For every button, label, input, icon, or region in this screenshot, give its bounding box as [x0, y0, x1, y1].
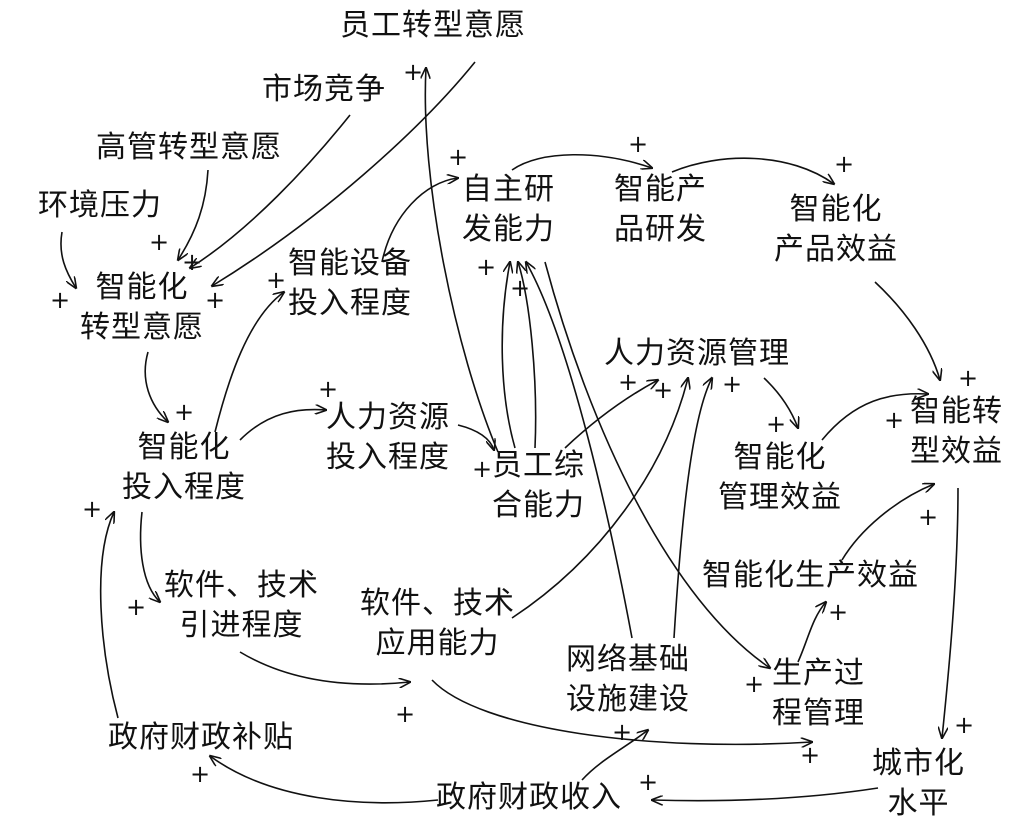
link-staff-to-rd-1 [501, 262, 516, 449]
polarity-sign: + [722, 370, 742, 398]
node-employee-transform-will: 员工转型意愿 [340, 8, 526, 43]
link-rd-to-product [511, 153, 652, 171]
node-government-revenue: 政府财政收入 [436, 780, 622, 815]
polarity-sign: + [448, 143, 468, 171]
polarity-sign: + [628, 130, 648, 158]
node-independent-rd-ability: 自主研 发能力 [462, 172, 555, 247]
link-mgmt-to-transform [821, 394, 928, 441]
polarity-signs: + + + + + + + + + + + + + + + + + + + + … [50, 58, 978, 796]
polarity-sign: + [766, 410, 786, 438]
link-hr-to-staff [457, 424, 494, 450]
node-exec-transform-will: 高管转型意愿 [96, 130, 282, 165]
polarity-sign: + [149, 228, 169, 256]
link-employee-to-will [212, 61, 476, 286]
polarity-sign: + [205, 286, 225, 314]
polarity-sign: + [653, 376, 673, 404]
polarity-sign: + [834, 150, 854, 178]
link-urban-to-revenue [652, 787, 879, 801]
polarity-sign: + [638, 768, 658, 796]
node-intelligent-product-benefit: 智能化 产品效益 [774, 192, 898, 267]
polarity-sign: + [884, 406, 904, 434]
link-revenue-to-subsidy [210, 756, 439, 804]
link-revenue-to-network [581, 730, 648, 781]
polarity-sign: + [828, 598, 848, 626]
link-transform-to-urban [942, 487, 959, 738]
link-network-to-rd [526, 262, 633, 639]
node-network-infrastructure: 网络基础 设施建设 [566, 642, 690, 717]
polarity-sign: + [403, 58, 423, 86]
polarity-sign: + [395, 700, 415, 728]
link-device-to-rd [381, 178, 458, 263]
polarity-sign: + [182, 248, 202, 276]
link-product-to-benefit [671, 157, 834, 184]
node-urbanization-level: 城市化 水平 [872, 746, 965, 821]
node-intelligent-transform-benefit: 智能转 型效益 [910, 394, 1003, 469]
node-intelligent-management-benefit: 智能化 管理效益 [718, 440, 842, 515]
node-intelligent-investment: 智能化 投入程度 [122, 430, 246, 505]
link-softapply-to-hrmgmt [511, 378, 688, 619]
node-software-tech-application: 软件、技术 应用能力 [360, 586, 515, 661]
link-prodbenefit-to-transform [874, 281, 940, 380]
node-environment-pressure: 环境压力 [38, 188, 162, 223]
polarity-sign: + [126, 593, 146, 621]
node-smart-product-rd: 智能产 品研发 [614, 172, 707, 247]
link-invest-to-hr [239, 410, 326, 441]
node-government-subsidy: 政府财政补贴 [108, 720, 294, 755]
link-exec-to-will [178, 169, 209, 260]
link-env-to-will [60, 231, 76, 288]
node-market-competition: 市场竞争 [262, 72, 386, 107]
link-subsidy-to-invest [99, 512, 119, 719]
polarity-sign: + [800, 741, 820, 769]
polarity-sign: + [318, 375, 338, 403]
node-intelligent-transform-will: 智能化 转型意愿 [80, 270, 204, 345]
link-softintro-to-softapply [239, 651, 410, 684]
node-smart-device-investment: 智能设备 投入程度 [288, 246, 412, 321]
link-process-to-prodben [797, 602, 826, 663]
node-hr-investment: 人力资源 投入程度 [326, 400, 450, 475]
polarity-sign: + [82, 495, 102, 523]
link-rd-to-process [544, 261, 770, 668]
link-staff-to-hrmgmt [564, 380, 658, 449]
link-invest-to-software [139, 511, 160, 602]
link-staff-to-rd-2 [518, 262, 537, 449]
node-intelligent-production-benefit: 智能化生产效益 [702, 558, 919, 593]
link-market-to-will [190, 114, 351, 268]
polarity-sign: + [476, 253, 496, 281]
polarity-sign: + [266, 266, 286, 294]
polarity-sign: + [958, 364, 978, 392]
link-staff-to-employee-will [425, 68, 499, 453]
link-invest-to-device [214, 292, 284, 433]
link-hrmgmt-to-mgmt [763, 377, 798, 428]
polarity-sign: + [918, 503, 938, 531]
polarity-sign: + [744, 670, 764, 698]
polarity-sign: + [954, 711, 974, 739]
polarity-sign: + [50, 286, 70, 314]
node-software-tech-introduction: 软件、技术 引进程度 [164, 568, 319, 643]
polarity-sign: + [174, 398, 194, 426]
polarity-sign: + [190, 760, 210, 788]
polarity-sign: + [618, 368, 638, 396]
polarity-sign: + [510, 274, 530, 302]
polarity-sign: + [612, 718, 632, 746]
link-will-to-invest [144, 351, 168, 422]
polarity-sign: + [472, 455, 492, 483]
link-softapply-to-process [431, 679, 812, 744]
link-prodben-to-transform [841, 484, 934, 561]
node-hr-management: 人力资源管理 [604, 336, 790, 371]
node-staff-comprehensive-ability: 员工综 合能力 [492, 448, 585, 523]
node-production-process-management: 生产过 程管理 [772, 656, 865, 731]
link-network-to-hrmgmt [673, 378, 712, 639]
